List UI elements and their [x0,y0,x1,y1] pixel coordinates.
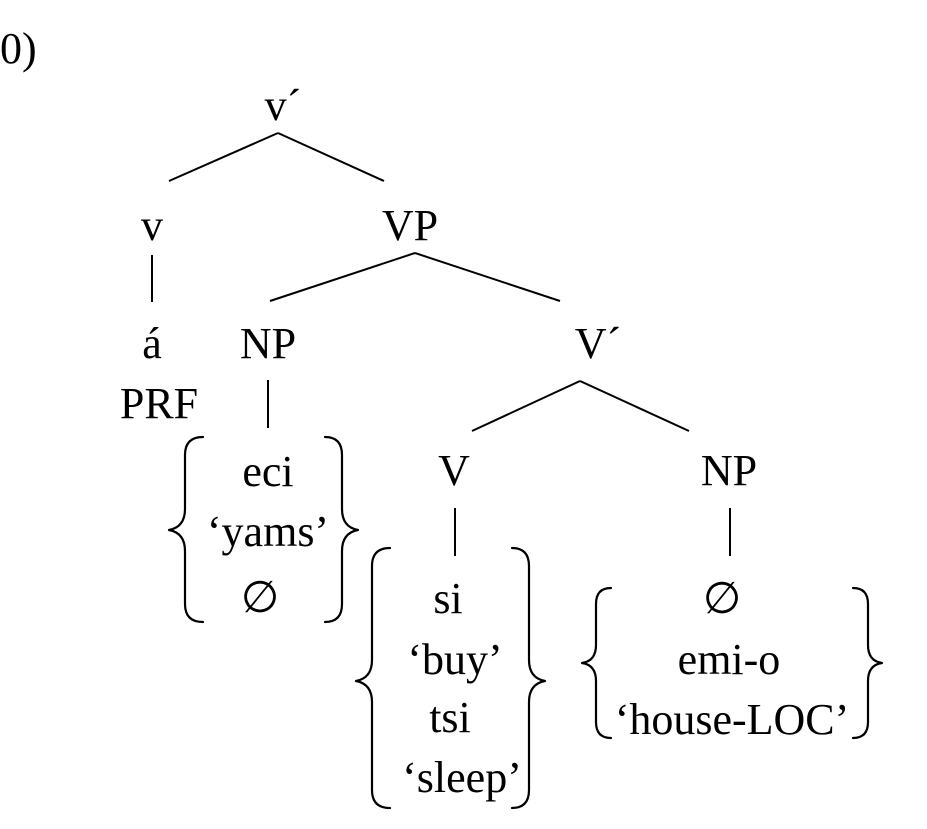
v-lower-option: tsi [429,693,471,742]
node-vp: VP [382,201,438,250]
left-brace [354,546,392,810]
left-brace [580,586,613,740]
branch-line [277,132,385,182]
branch-line [269,252,416,302]
np-object-option: ‘yams’ [207,507,329,556]
np-goal-option: ∅ [703,574,741,623]
branch-line [168,132,279,182]
node-v: v [141,201,163,250]
np-object-option: eci [242,447,293,496]
node-np-object: NP [240,319,296,368]
example-number: 0) [0,24,37,73]
right-brace [851,586,884,740]
node-v-bar: V´ [575,319,621,368]
left-brace [167,435,205,624]
leaf-v-head: á [142,319,162,368]
np-goal-option: emi-o [678,635,781,684]
v-lower-option: si [433,574,462,623]
branch-line [579,380,690,432]
leaf-v-gloss: PRF [120,379,198,428]
np-goal-option: ‘house-LOC’ [615,695,850,744]
v-lower-option: ‘buy’ [407,635,502,684]
branch-line [471,380,581,432]
node-v-lower: V [438,446,470,495]
right-brace [323,435,360,624]
v-lower-option: ‘sleep’ [402,753,522,802]
branch-line [414,252,561,302]
node-np-goal: NP [701,446,757,495]
right-brace [510,546,547,810]
np-object-option: ∅ [241,573,279,622]
root-node-v-bar: v´ [265,81,302,130]
